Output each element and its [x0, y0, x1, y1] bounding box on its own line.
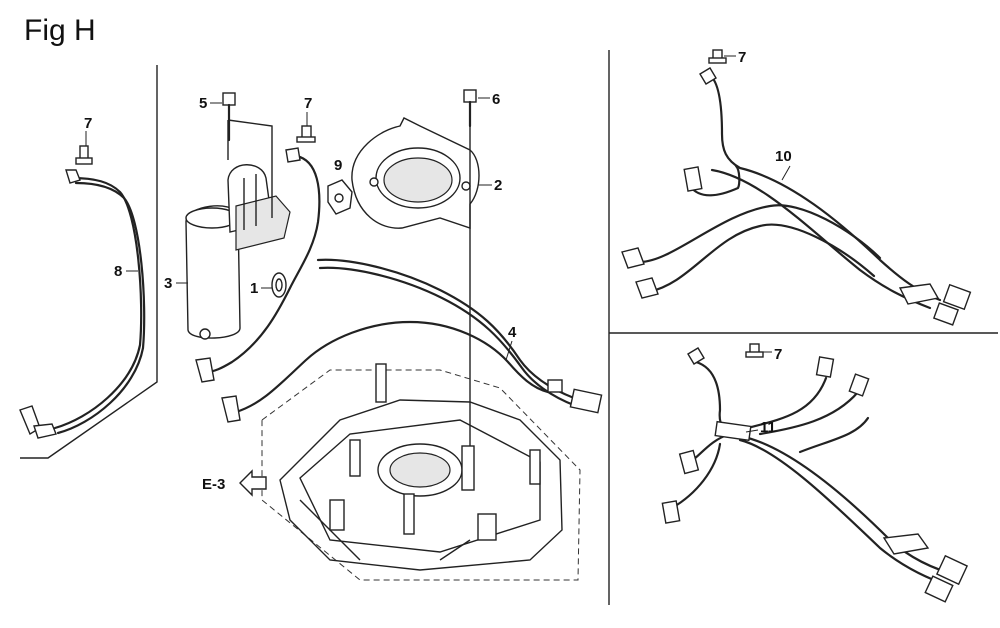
bracket-2	[351, 117, 480, 229]
wire-harness-10	[621, 67, 972, 326]
bolt-6	[463, 89, 477, 128]
starter-motor-3	[185, 119, 291, 340]
bolt-7-left	[75, 131, 93, 165]
callout-7-top-right: 7	[738, 49, 746, 66]
callout-6: 6	[492, 91, 500, 108]
callout-7-bottom-right: 7	[774, 346, 782, 363]
callout-9: 9	[334, 157, 342, 174]
panel-dividers	[20, 50, 998, 605]
callout-10: 10	[775, 148, 792, 165]
callout-2: 2	[494, 177, 502, 194]
callout-5: 5	[199, 95, 207, 112]
callout-1: 1	[250, 280, 258, 297]
callout-11: 11	[760, 419, 776, 436]
wire-harness-4	[195, 147, 603, 423]
clamp-9	[327, 179, 353, 215]
bolt-5	[222, 92, 236, 142]
callout-4: 4	[508, 324, 517, 341]
engine-base	[261, 363, 581, 581]
battery-cable-8	[19, 169, 146, 439]
callout-7-left: 7	[84, 115, 92, 132]
reference-arrow-e3	[239, 469, 267, 497]
figure-title: Fig H	[24, 14, 96, 47]
wire-harness-11	[661, 347, 969, 603]
bolt-7-bottom-right	[745, 343, 764, 358]
bolt-7-center	[296, 112, 316, 143]
bolt-7-top-right	[708, 49, 727, 64]
callout-7-center: 7	[304, 95, 312, 112]
grommet-1	[271, 272, 287, 298]
reference-label-e3: E-3	[202, 476, 225, 493]
callout-8: 8	[114, 263, 122, 280]
callout-3: 3	[164, 275, 172, 292]
